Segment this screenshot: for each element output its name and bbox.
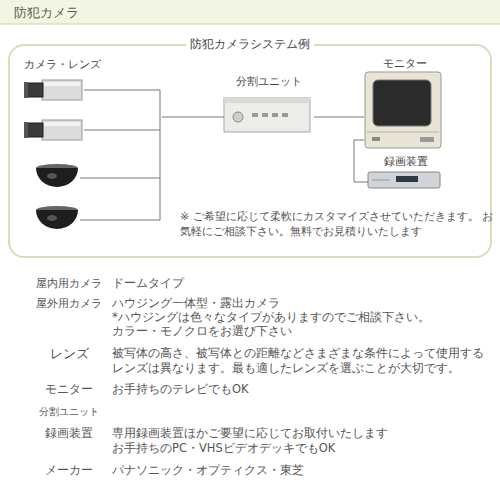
cable-connector [354, 140, 368, 182]
table-term: 分割ユニット [28, 404, 110, 419]
table-cell: お手持ちのテレビでもOK [112, 382, 492, 397]
split-unit-top [224, 98, 310, 103]
monitor-button [420, 137, 434, 142]
camera-highlight [44, 122, 80, 126]
device-label: 録画装置 [368, 154, 444, 169]
lens-ring [24, 82, 28, 98]
page-title: 防犯カメラ [14, 4, 79, 22]
table-cell: ドームタイプ [112, 276, 492, 291]
camera-lens [26, 83, 43, 97]
monitor-screen [373, 80, 431, 126]
table-cell: 被写体の高さ、被写体との距離などさまざまな条件によって使用するレンズは異なります… [112, 346, 484, 376]
monitor-panel-line [367, 132, 439, 133]
recorder-display [396, 176, 418, 182]
cable-bus [160, 90, 161, 220]
dome-glint [47, 215, 57, 221]
monitor-button [372, 137, 380, 141]
camera-body [42, 80, 82, 100]
dome-camera [36, 168, 78, 187]
table-cell: ハウジング一体型・露出カメラ [112, 296, 492, 311]
table-cell: パナソニック・オプティクス・東芝 [112, 463, 492, 478]
recorder-slot [372, 180, 390, 181]
frame-heading: 防犯カメラシステム例 [10, 36, 490, 52]
table-cell: *ハウジングは色々なタイプがありますのでご相談下さい。 [112, 310, 492, 325]
frame-heading-text: 防犯カメラシステム例 [186, 37, 314, 51]
dome-camera [36, 210, 78, 229]
cable-line [80, 178, 160, 179]
device-label: モニター [364, 56, 446, 71]
dome-glint [47, 173, 57, 179]
recorder: 録画装置 [368, 154, 444, 196]
note-text: ※ ご希望に応じて柔軟にカスタマイズさせていただきます。 お気軽にご相談下さい。… [180, 209, 495, 239]
table-term: 屋内用カメラ [28, 276, 110, 291]
header-bar [0, 0, 500, 24]
cable-line [84, 130, 160, 131]
split-unit-button [272, 113, 278, 117]
split-unit-button [282, 113, 288, 117]
monitor: モニター [364, 56, 446, 152]
table-cell: カラー・モノクロをお選び下さい [112, 324, 492, 339]
table-term: レンズ [28, 346, 110, 361]
lens-ring [24, 122, 28, 138]
split-unit: 分割ユニット [224, 74, 314, 136]
split-unit-knob [233, 112, 243, 122]
cable-connector [314, 117, 364, 118]
camera-highlight [44, 82, 80, 86]
device-label: カメラ・レンズ [24, 57, 101, 72]
device-label: 分割ユニット [224, 74, 314, 89]
camera-group: カメラ・レンズ [22, 57, 162, 242]
table-term: 屋外用カメラ [28, 296, 110, 311]
table-term: 録画装置 [28, 426, 110, 441]
table-cell: お手持ちのPC・VHSビデオデッキでもOK [112, 441, 492, 456]
camera-lens [26, 123, 43, 137]
split-unit-button [262, 113, 268, 117]
split-unit-button [252, 113, 258, 117]
monitor-body [365, 72, 441, 148]
table-term: モニター [28, 382, 110, 397]
recorder-body [368, 172, 440, 188]
table-term: メーカー [28, 463, 110, 478]
camera-body [42, 120, 82, 140]
header-rule [0, 24, 500, 25]
split-unit-body [224, 98, 310, 132]
cable-line [84, 90, 160, 91]
cable-connector [162, 117, 224, 118]
cable-line [80, 220, 160, 221]
table-cell: 専用録画装置ほかご要望に応じてお取付いたします [112, 426, 492, 441]
